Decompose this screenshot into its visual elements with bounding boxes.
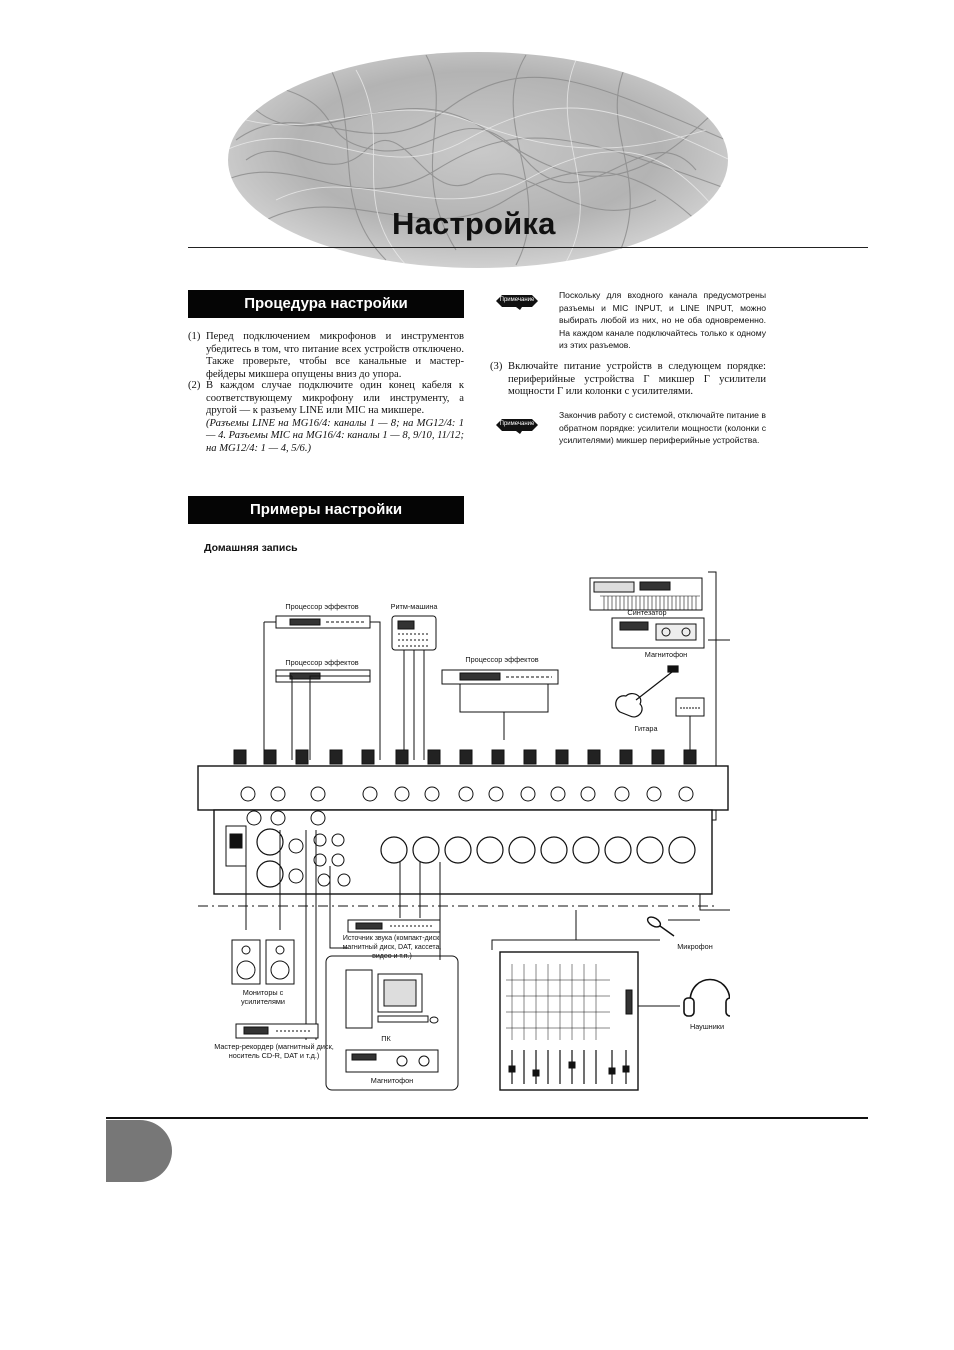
- cable-line: [403, 650, 425, 760]
- label-pc: ПК: [381, 1034, 391, 1043]
- procedure-item-2: (2) В каждом случае подключите один коне…: [188, 380, 464, 460]
- cd-source-icon: [347, 919, 441, 933]
- note-1: Поскольку для входного канала предусмотр…: [559, 290, 766, 350]
- cable-line: [329, 866, 348, 949]
- label-synthesizer: Синтезатор: [627, 608, 667, 617]
- effects-processor-icon: [275, 615, 371, 629]
- home-recording-label: Домашняя запись: [204, 542, 298, 554]
- page-title: Настройка: [392, 206, 556, 241]
- effects-processor-icon: [441, 669, 559, 685]
- cable-line: [399, 862, 421, 918]
- note-badge-icon: [496, 295, 538, 310]
- cable-line: [263, 621, 381, 760]
- guitar-icon: [615, 665, 679, 718]
- header-rule: [188, 247, 868, 248]
- headphones-icon: [683, 978, 730, 1017]
- tape-deck-icon: [611, 617, 705, 649]
- cable-line: [276, 675, 370, 760]
- drum-machine-icon: [391, 615, 437, 651]
- label-headphones: Наушники: [689, 1022, 725, 1031]
- procedure-item-3: (3) Включайте питание устройств в следую…: [490, 361, 766, 401]
- item-text: Перед подключением микрофонов и инструме…: [206, 331, 464, 380]
- note-badge-icon: [496, 419, 538, 434]
- item-number: (3): [490, 361, 503, 372]
- monitor-speaker-icon: [231, 939, 295, 985]
- label-master-recorder: Мастер-рекордер (магнитный диск, носител…: [214, 1042, 334, 1060]
- guitar-amp-icon: [675, 697, 705, 717]
- mixer-knobs-row: [233, 749, 697, 765]
- label-monitors: Мониторы с усилителями: [240, 988, 285, 1006]
- cable-line: [245, 826, 281, 930]
- page-tab-marker: [106, 1120, 172, 1182]
- microphone-icon: [646, 916, 675, 937]
- pc-icon: [345, 969, 439, 1029]
- label-effects-processor-1: Процессор эффектов: [285, 602, 359, 611]
- label-guitar: Гитара: [634, 724, 658, 733]
- label-effects-processor-2: Процессор эффектов: [285, 658, 359, 667]
- master-recorder-icon: [235, 1023, 319, 1039]
- label-drum-machine: Ритм-машина: [390, 602, 438, 611]
- item-number: (1): [188, 331, 201, 342]
- footer-rule: [106, 1117, 868, 1119]
- jack-row: [240, 786, 694, 826]
- setup-diagram: [197, 571, 730, 1091]
- cable-line: [459, 684, 549, 713]
- note-2: Закончив работу с системой, отключайте п…: [559, 410, 766, 445]
- header-texture-oval: [228, 52, 728, 268]
- label-tape-recorder: Магнитофон: [370, 1076, 414, 1085]
- procedure-item-1: (1) Перед подключением микрофонов и инст…: [188, 331, 464, 383]
- label-tape-deck: Магнитофон: [644, 650, 688, 659]
- computer-group-box: [325, 955, 459, 1091]
- item-note-italic: (Разъемы LINE на MG16/4: каналы 1 — 8; н…: [206, 417, 464, 454]
- mixer-top-view-icon: [499, 951, 639, 1091]
- note-badge-label: Примечание: [499, 297, 535, 303]
- cable-line: [305, 830, 317, 1040]
- label-effects-processor-3: Процессор эффектов: [465, 655, 539, 664]
- output-jacks: [288, 833, 351, 887]
- label-sound-source: Источник звука (компакт-диск, магнитный …: [342, 935, 442, 960]
- tape-recorder-icon: [345, 1049, 439, 1073]
- note-badge-label: Примечание: [499, 421, 535, 427]
- synthesizer-icon: [589, 577, 703, 611]
- cable-line: [491, 910, 660, 950]
- label-microphone: Микрофон: [677, 942, 713, 951]
- item-number: (2): [188, 380, 201, 391]
- item-text: В каждом случае подключите один конец ка…: [206, 380, 464, 417]
- examples-heading: Примеры настройки: [188, 496, 464, 524]
- item-text: Включайте питание устройств в следующем …: [508, 361, 766, 398]
- xlr-row: [256, 828, 696, 888]
- procedure-heading: Процедура настройки: [188, 290, 464, 318]
